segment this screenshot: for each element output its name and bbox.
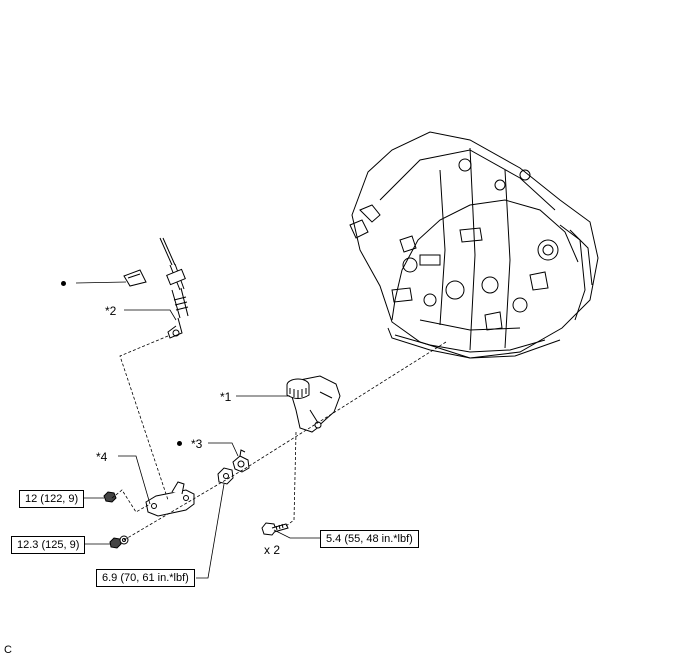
assembly-guide-lines bbox=[111, 335, 447, 541]
marker-dot-washer bbox=[177, 441, 182, 446]
shift-cable bbox=[159, 237, 189, 339]
nut-switch bbox=[217, 467, 234, 485]
transaxle-assembly bbox=[349, 131, 599, 359]
switch-bolt bbox=[261, 522, 289, 536]
torque-spec-switch-bolt: 5.4 (55, 48 in.*lbf) bbox=[320, 530, 419, 548]
torque-spec-switch-nut: 6.9 (70, 61 in.*lbf) bbox=[96, 569, 195, 587]
bolt-quantity: x 2 bbox=[264, 543, 281, 557]
leader-lines bbox=[75, 281, 320, 579]
callout-3: *3 bbox=[191, 437, 203, 451]
torque-spec-lever-nut: 12 (122, 9) bbox=[19, 490, 85, 508]
torque-spec-cable-nut: 12.3 (125, 9) bbox=[11, 536, 86, 554]
lock-washer bbox=[232, 449, 250, 473]
figure-code: C bbox=[4, 644, 12, 656]
nut-cable bbox=[109, 535, 129, 549]
callout-4: *4 bbox=[96, 450, 108, 464]
park-neutral-position-switch bbox=[286, 375, 341, 433]
marker-dot-clip bbox=[61, 281, 66, 286]
control-shaft-lever bbox=[145, 481, 195, 517]
callout-1: *1 bbox=[220, 390, 232, 404]
nut-lever bbox=[103, 491, 117, 503]
cable-clip bbox=[123, 269, 147, 287]
callout-2: *2 bbox=[105, 304, 117, 318]
